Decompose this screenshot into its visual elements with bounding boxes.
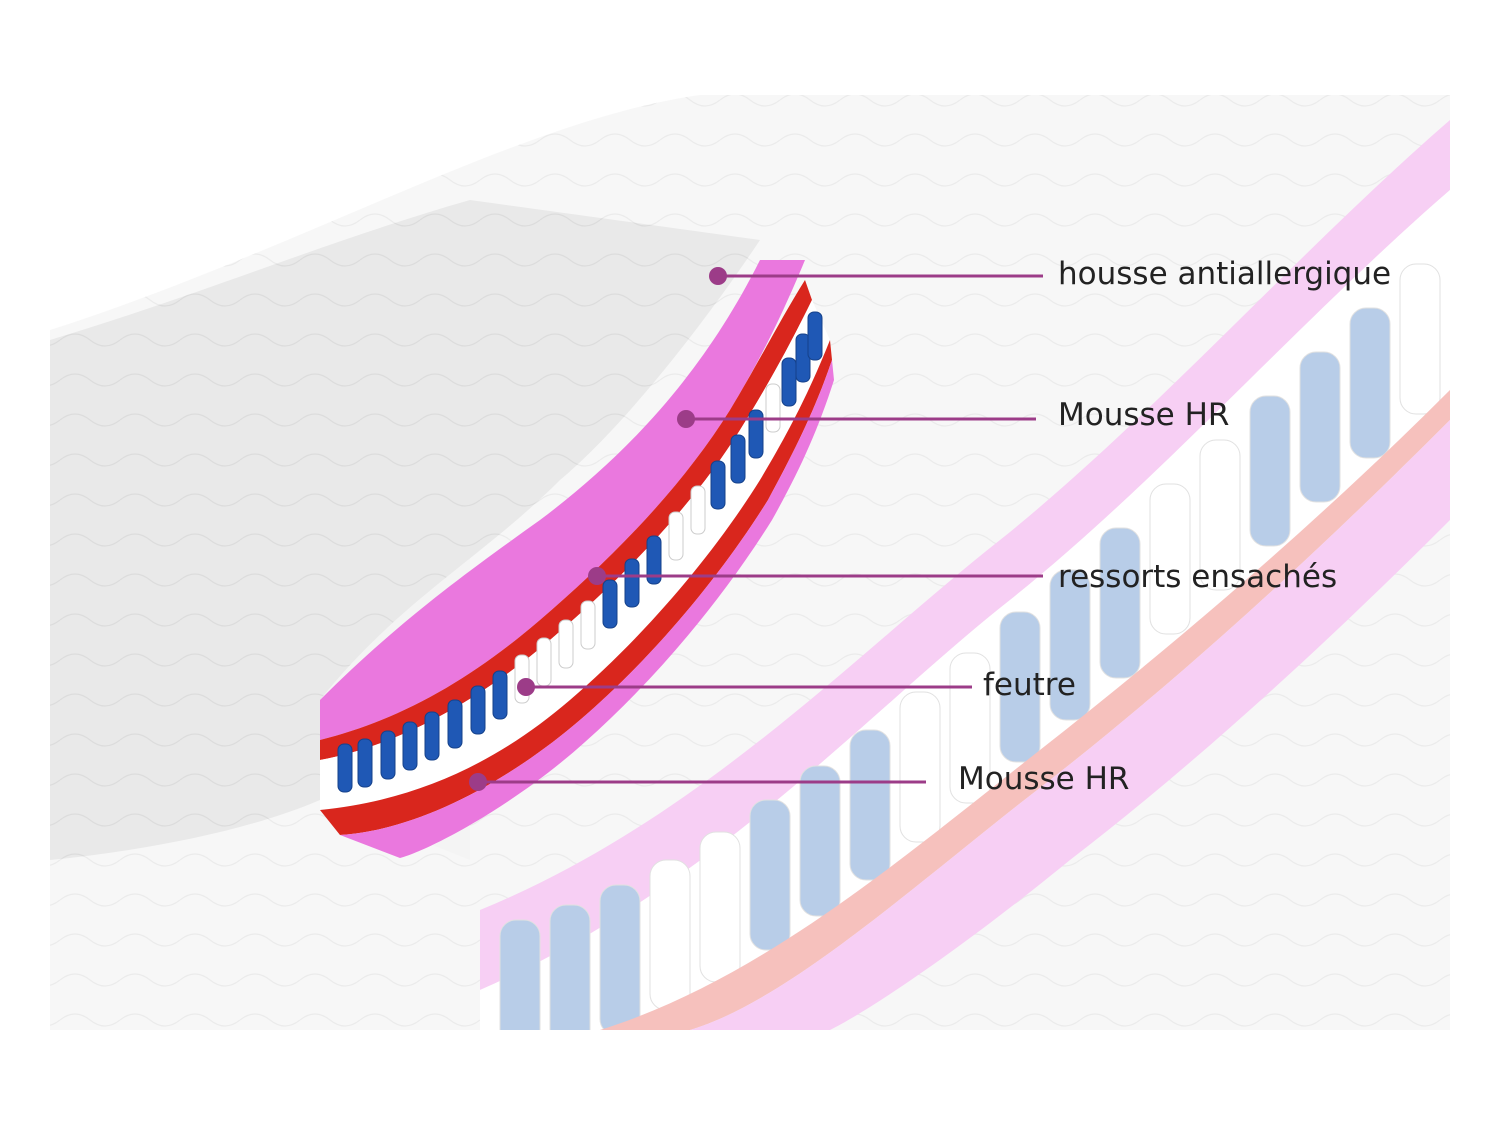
spring-coil [649, 859, 691, 1011]
spring-coil [558, 619, 574, 669]
spring-coil [1349, 307, 1391, 459]
spring-coil [765, 383, 781, 433]
spring-coil [849, 729, 891, 881]
leader-feutre [517, 678, 972, 696]
spring-coil [624, 558, 640, 608]
spring-coil [749, 799, 791, 951]
spring-coil [1149, 483, 1191, 635]
spring-coil [699, 831, 741, 983]
spring-coil [536, 637, 552, 687]
spring-coil [424, 711, 440, 761]
callout-leaders [469, 267, 1043, 791]
spring-coil [1099, 527, 1141, 679]
leader-mousse-bottom [469, 773, 926, 791]
spring-coil [807, 311, 823, 361]
spring-coil [899, 691, 941, 843]
spring-coil [710, 460, 726, 510]
spring-coil [646, 535, 662, 585]
foreground-mattress [50, 200, 834, 860]
spring-coil [1199, 439, 1241, 591]
spring-coil [1399, 263, 1441, 415]
spring-coil [549, 904, 591, 1030]
spring-coil [1299, 351, 1341, 503]
leader-housse [709, 267, 1043, 285]
foam-top-layer [320, 260, 805, 740]
foreground-springs [337, 311, 823, 793]
spring-coil [1249, 395, 1291, 547]
label-feutre: feutre [983, 667, 1076, 703]
spring-coil [580, 600, 596, 650]
spring-coil [492, 670, 508, 720]
spring-coil [781, 357, 797, 407]
spring-coil [380, 730, 396, 780]
spring-coil [799, 765, 841, 917]
spring-coil [602, 579, 618, 629]
spring-coil [357, 738, 373, 788]
leader-ressorts [588, 567, 1043, 585]
spring-coil [1049, 569, 1091, 721]
spring-coil [499, 919, 541, 1030]
spring-coil [730, 434, 746, 484]
label-mousse-hr-bottom: Mousse HR [958, 761, 1130, 797]
leader-mousse-top [677, 410, 1036, 428]
label-housse-antiallergique: housse antiallergique [1058, 256, 1392, 292]
spring-coil [470, 685, 486, 735]
spring-coil [599, 884, 641, 1030]
spring-coil [337, 743, 353, 793]
background-springs [499, 263, 1441, 1030]
spring-coil [748, 409, 764, 459]
spring-coil [999, 611, 1041, 763]
label-ressorts-ensaches: ressorts ensachés [1058, 559, 1338, 595]
spring-coil [949, 652, 991, 804]
spring-coil [668, 511, 684, 561]
label-mousse-hr-top: Mousse HR [1058, 397, 1230, 433]
spring-coil [690, 485, 706, 535]
spring-coil [447, 699, 463, 749]
spring-coil [402, 721, 418, 771]
